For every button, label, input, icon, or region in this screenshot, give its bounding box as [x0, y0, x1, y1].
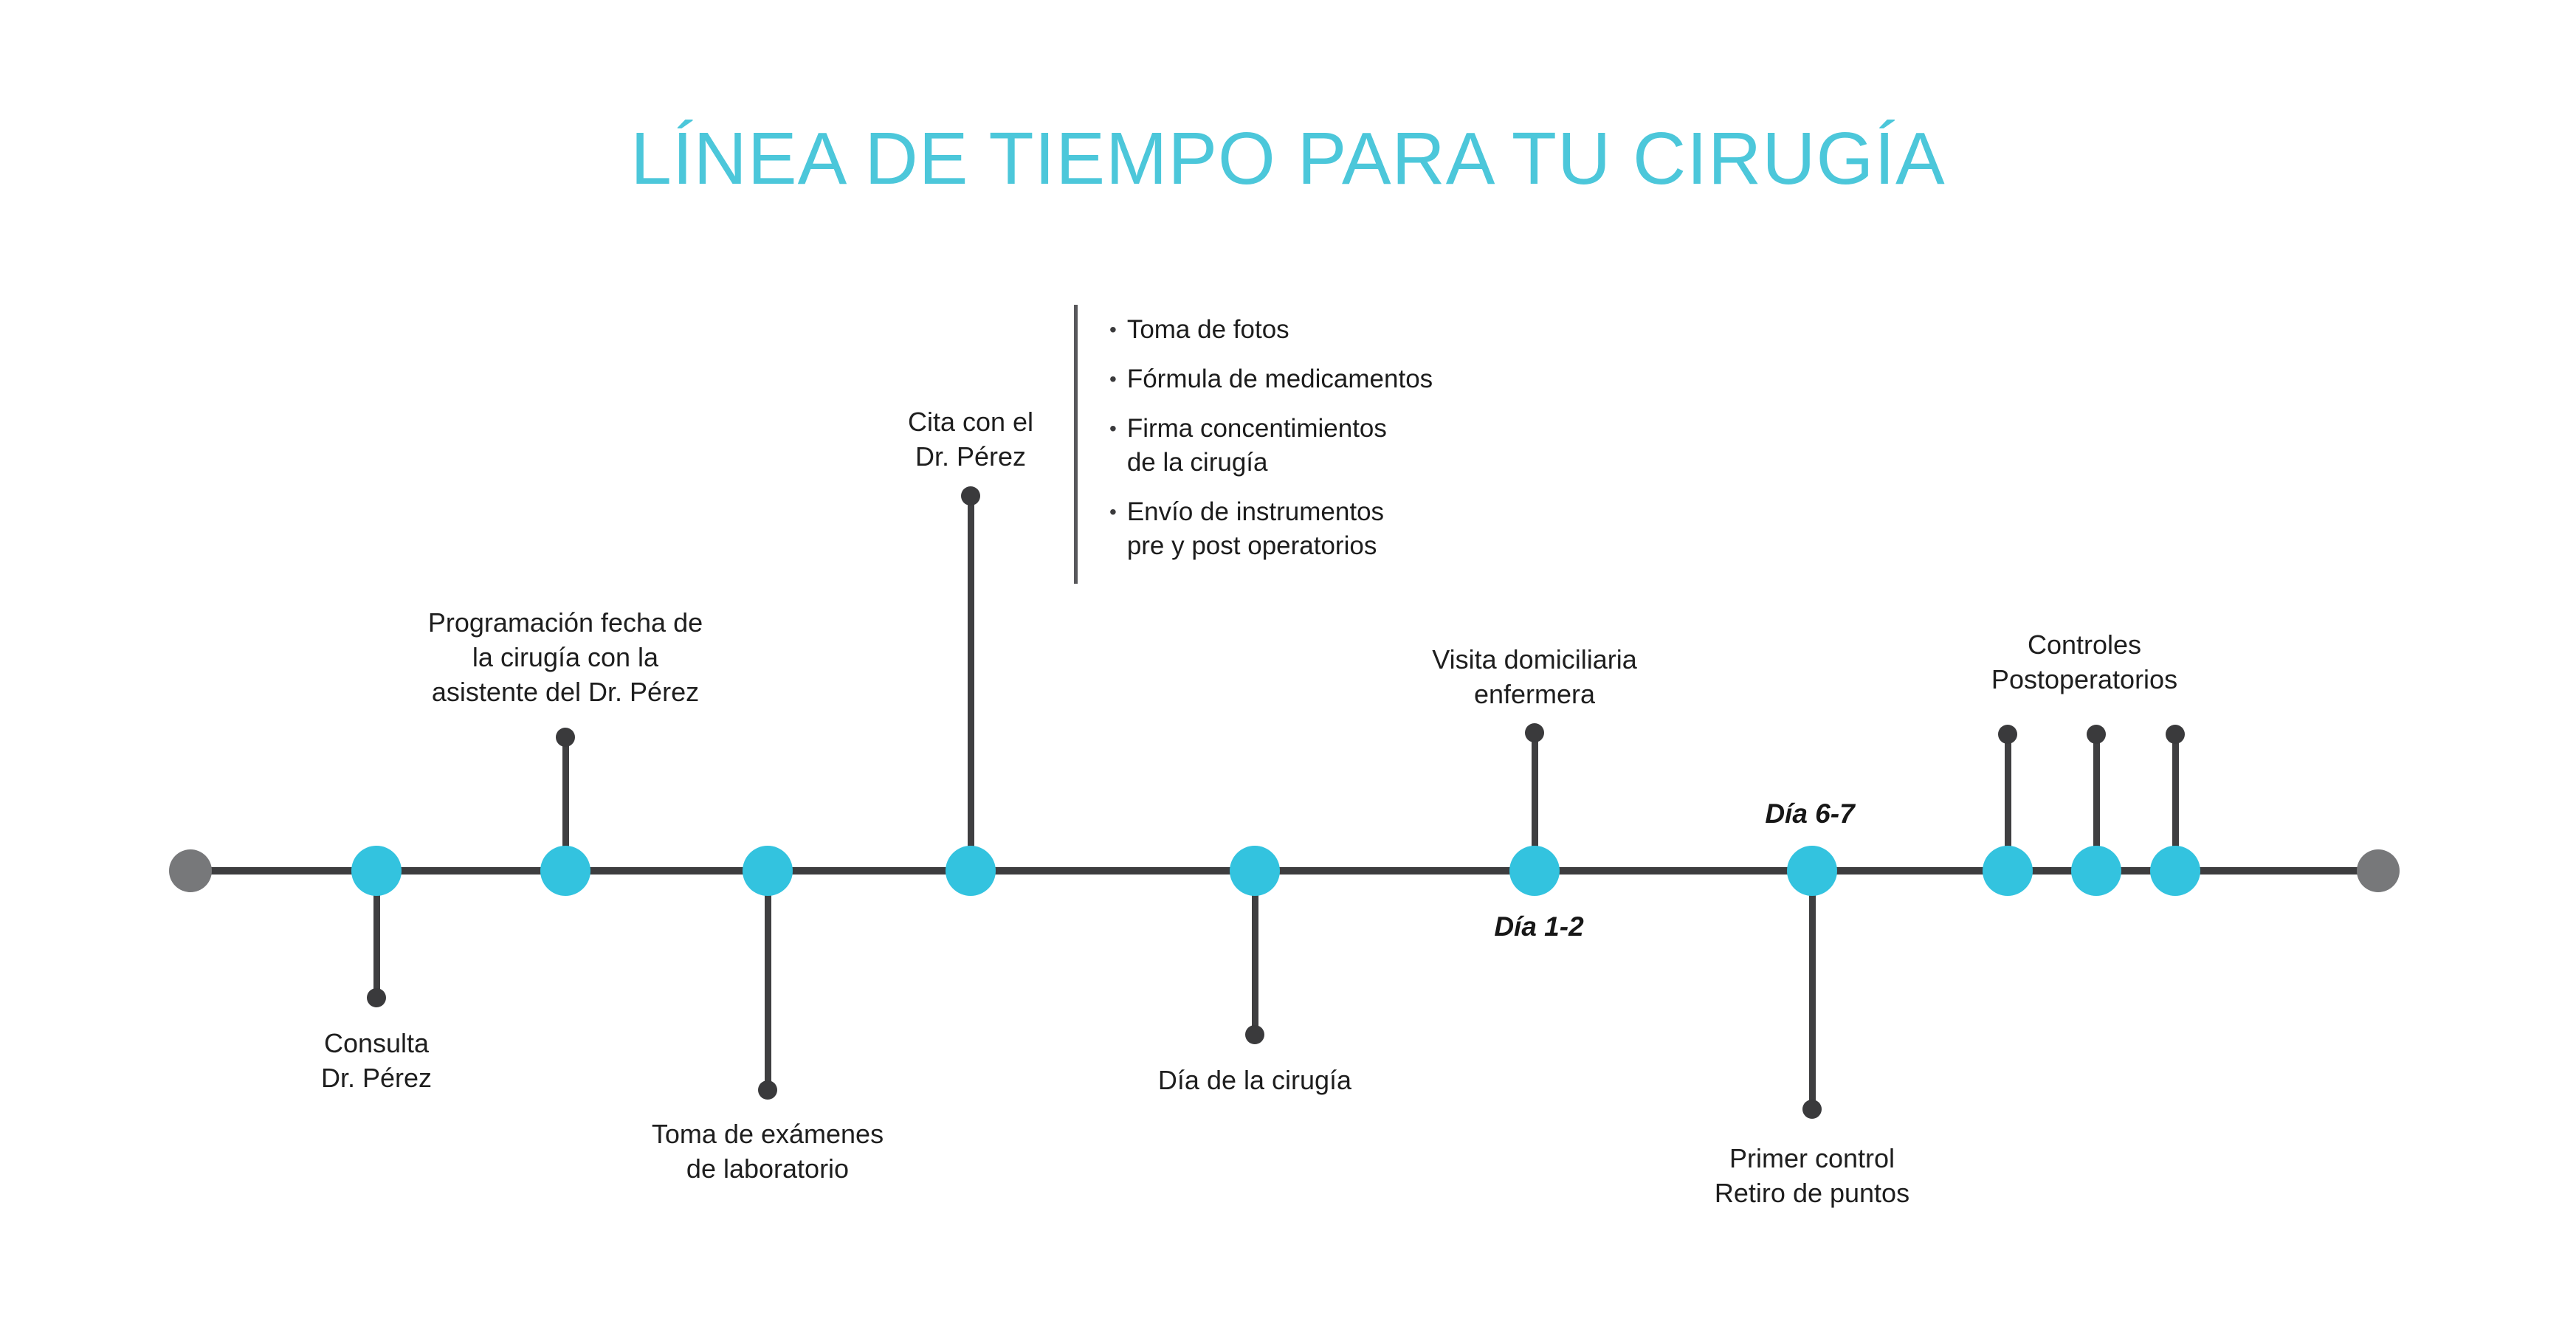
label-visita: Visita domiciliaria enfermera [1432, 644, 1637, 709]
day-label-dia-1-2: Día 1-2 [1494, 911, 1584, 942]
label-cita: Cita con el Dr. Pérez [907, 407, 1034, 472]
node-controles-3-icon [2150, 846, 2200, 896]
node-consulta-icon [351, 846, 402, 896]
detail-text: Fórmula de medicamentos [1126, 365, 1433, 393]
bullet-icon: • [1109, 417, 1117, 440]
node-visita-icon [1509, 846, 1560, 896]
node-dia-cirugia-icon [1230, 846, 1280, 896]
label-consulta: Consulta Dr. Pérez [320, 1028, 433, 1093]
detail-text: Envío de instrumentos pre y post operato… [1126, 497, 1385, 560]
node-controles-1-icon [1983, 846, 2033, 896]
label-programacion: Programación fecha de la cirugía con la … [427, 607, 703, 707]
cita-details-list: • Toma de fotos • Fórmula de medicamento… [1109, 313, 1433, 579]
node-examenes-icon [743, 846, 793, 896]
node-controles-2-icon [2071, 846, 2121, 896]
bullet-icon: • [1109, 500, 1117, 523]
tick-controles-2-icon [2087, 725, 2106, 744]
stem-cita [968, 496, 974, 871]
detail-item: • Toma de fotos [1109, 313, 1433, 347]
stem-controles-2 [2093, 734, 2100, 871]
label-primer-control: Primer control Retiro de puntos [1714, 1143, 1910, 1208]
stem-consulta [373, 871, 380, 998]
node-programacion-icon [540, 846, 590, 896]
tick-controles-1-icon [1998, 725, 2017, 744]
tick-cita-icon [961, 486, 980, 506]
label-dia-cirugia: Día de la cirugía [1157, 1065, 1352, 1095]
cita-details-divider [1074, 305, 1078, 584]
stem-programacion [562, 737, 569, 871]
label-controles: Controles Postoperatorios [1991, 629, 2178, 694]
tick-controles-3-icon [2166, 725, 2185, 744]
stem-visita [1532, 733, 1538, 871]
detail-item: • Envío de instrumentos pre y post opera… [1109, 495, 1433, 563]
detail-item: • Firma concentimientos de la cirugía [1109, 412, 1433, 480]
node-cita-icon [946, 846, 996, 896]
tick-dia-cirugia-icon [1245, 1025, 1264, 1044]
node-primer-control-icon [1787, 846, 1837, 896]
timeline-start-endpoint-icon [169, 849, 212, 892]
tick-examenes-icon [758, 1080, 777, 1100]
tick-visita-icon [1525, 723, 1544, 742]
stem-examenes [765, 871, 771, 1090]
detail-text: Firma concentimientos de la cirugía [1126, 414, 1387, 477]
tick-primer-control-icon [1802, 1100, 1822, 1119]
diagram-title: LÍNEA DE TIEMPO PARA TU CIRUGÍA [630, 117, 1946, 200]
stem-controles-3 [2172, 734, 2179, 871]
bullet-icon: • [1109, 318, 1117, 341]
stem-dia-cirugia [1252, 871, 1258, 1035]
stem-primer-control [1809, 871, 1816, 1109]
timeline-end-endpoint-icon [2357, 849, 2400, 892]
day-label-dia-6-7: Día 6-7 [1765, 798, 1855, 829]
tick-programacion-icon [556, 728, 575, 747]
detail-item: • Fórmula de medicamentos [1109, 362, 1433, 396]
label-examenes: Toma de exámenes de laboratorio [651, 1119, 884, 1184]
detail-text: Toma de fotos [1126, 315, 1289, 344]
stem-controles-1 [2005, 734, 2011, 871]
timeline-axis [188, 867, 2380, 875]
bullet-icon: • [1109, 368, 1117, 390]
tick-consulta-icon [367, 988, 386, 1007]
